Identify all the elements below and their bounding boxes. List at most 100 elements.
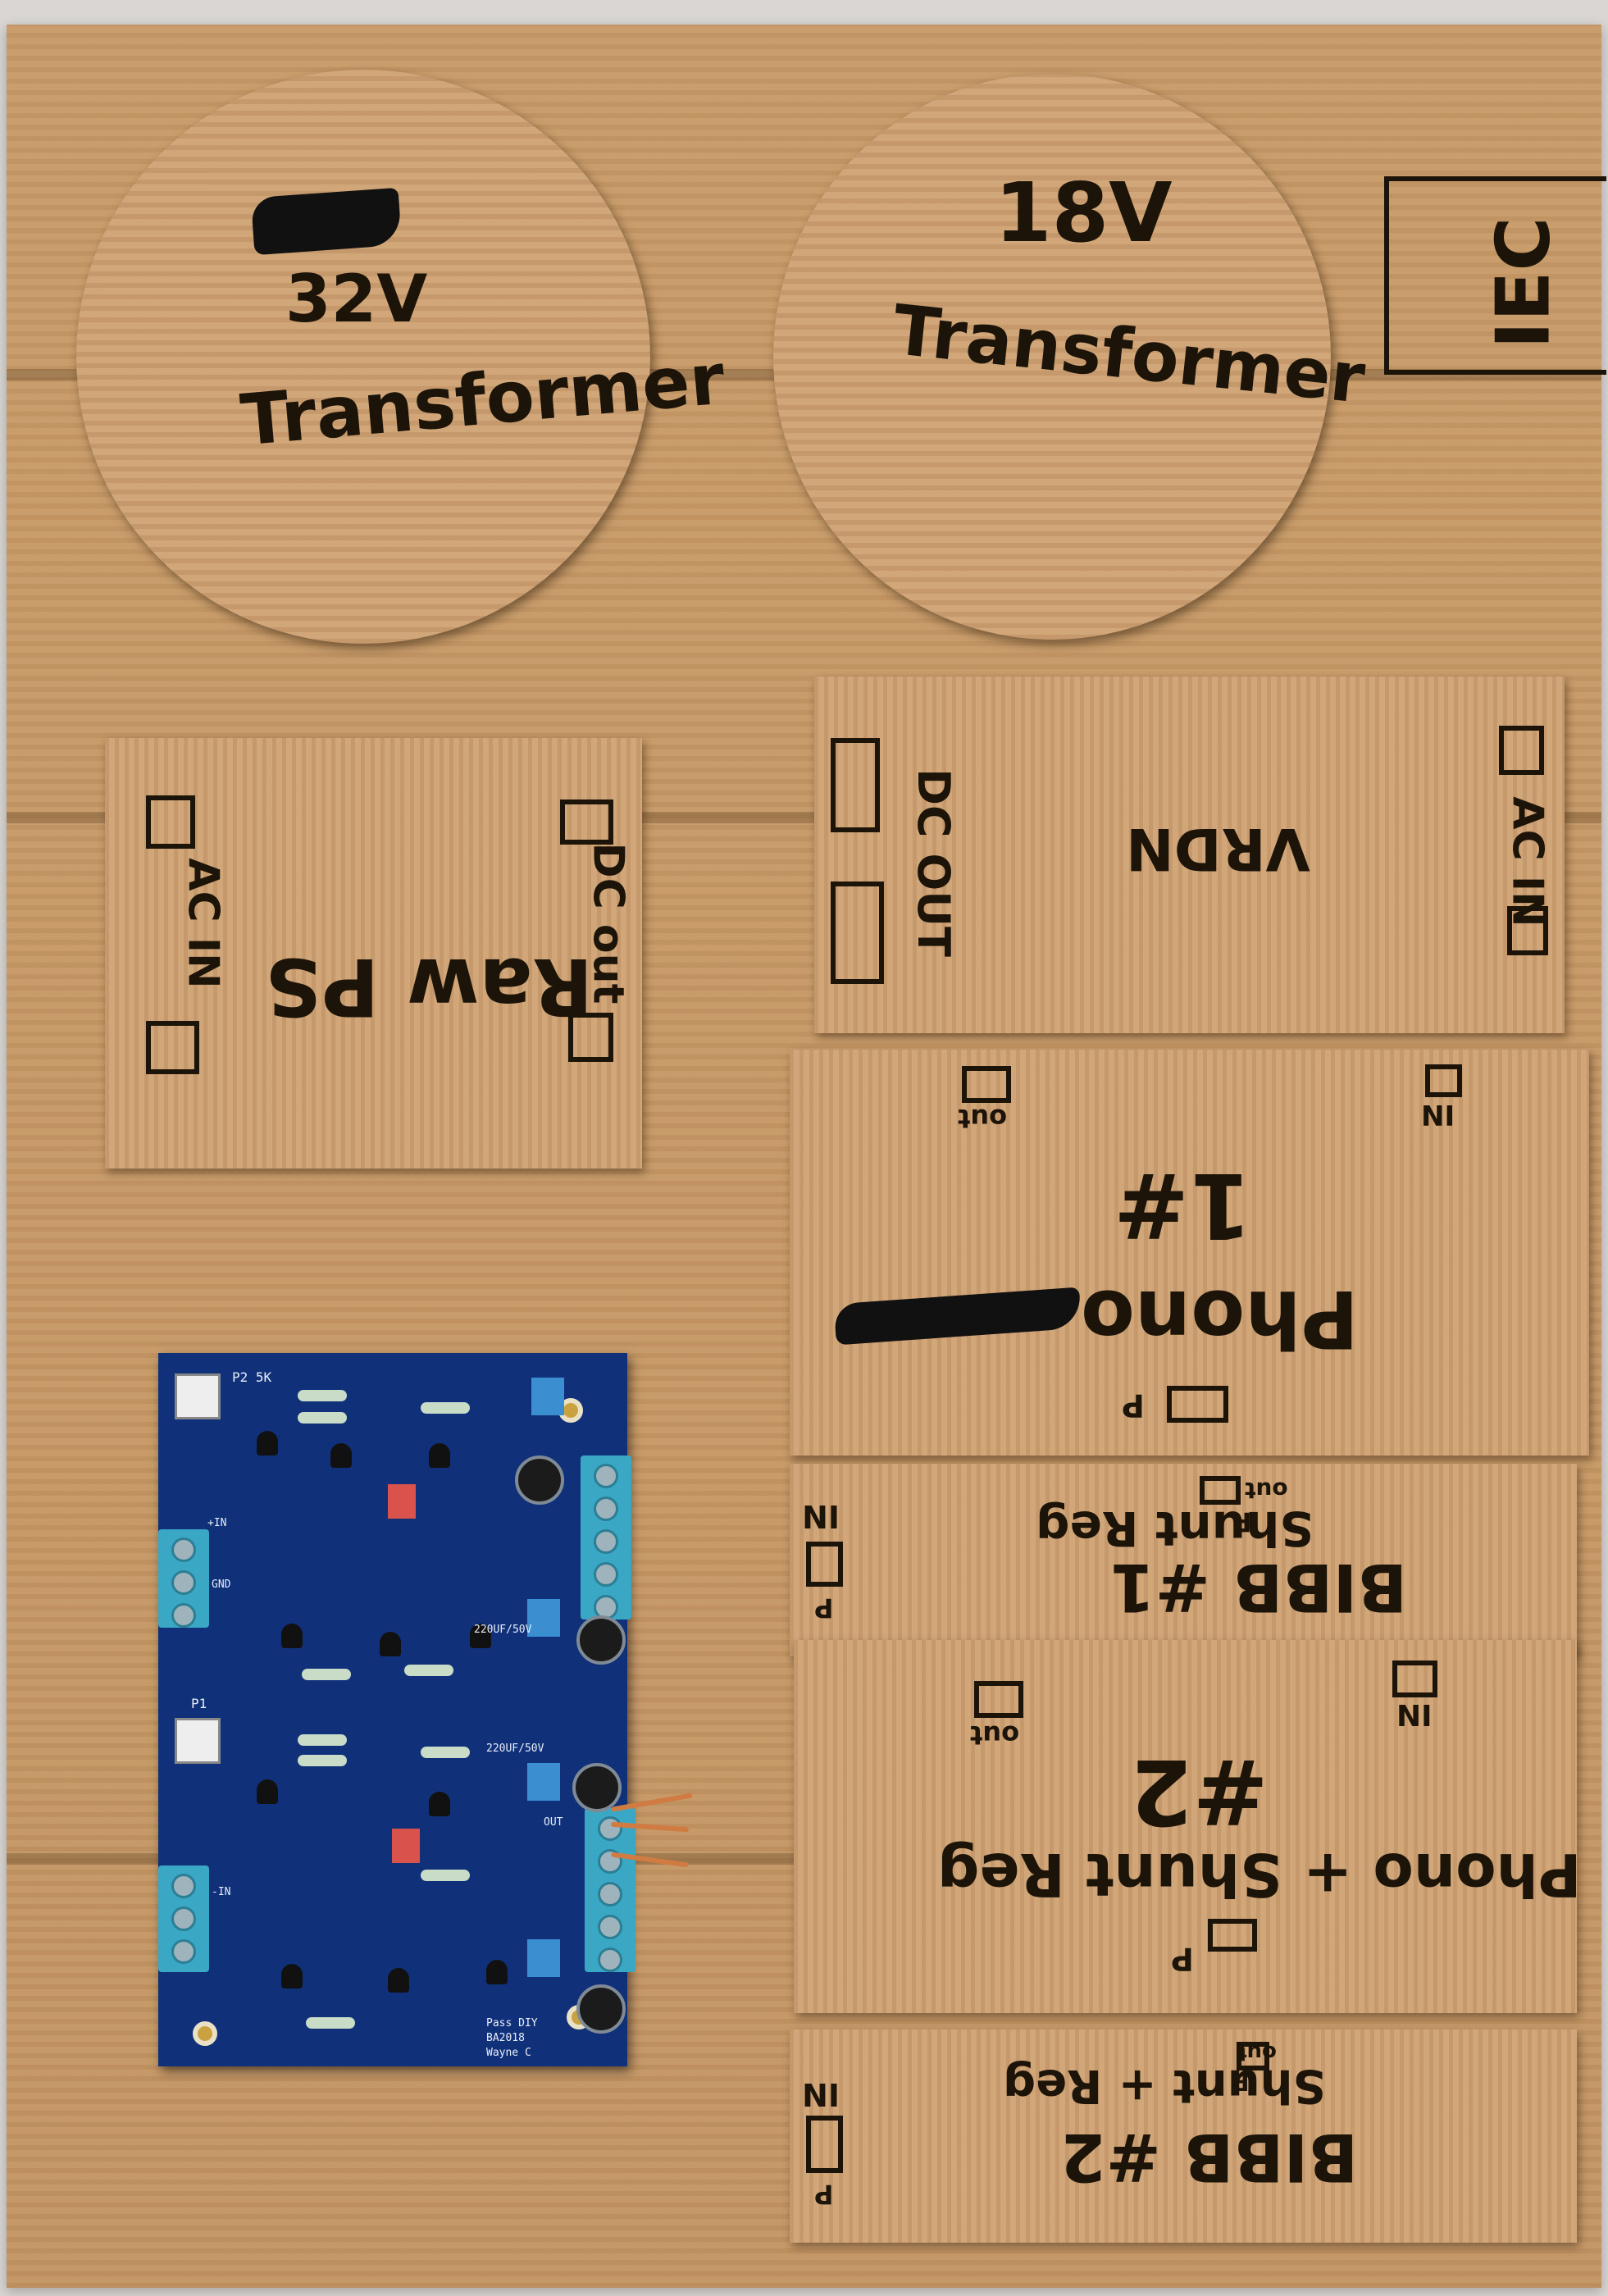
phono-2-connector [1208,1919,1257,1952]
pcb-silk-label: GND [212,1578,231,1591]
bibb-2-title: BIBB #2 [1060,2119,1359,2195]
bibb-2-in: IN [802,2076,840,2112]
resistor [421,1402,470,1414]
film-capacitor [527,1599,560,1637]
electrolytic-capacitor [576,1615,626,1665]
phono-1-board: out IN 1# Phono P [790,1050,1589,1456]
bibb-1-connector [806,1542,843,1587]
resistor [298,1734,347,1746]
resistor [404,1665,453,1676]
vrdn-connector [1507,906,1548,955]
mounting-hole [193,2021,217,2046]
transformer-18v-voltage: 18V [995,165,1173,261]
phono-2-in: IN [1396,1697,1433,1731]
pcb-silk-label: BA2018 [486,2032,525,2044]
pcb-silk-label: P2 5K [232,1369,272,1385]
phono-1-number: 1# [1114,1153,1252,1258]
resistor [421,1870,470,1881]
bibb-1-out: out [1245,1477,1288,1504]
pcb-silk-label: -IN [212,1886,231,1898]
phono-2-connector [974,1681,1023,1718]
raw-ps-connector [568,1013,613,1062]
transistor [429,1443,450,1468]
transistor [281,1964,303,1988]
raw-ps-connector [560,800,613,845]
vrdn-connector [831,882,884,984]
vrdn-dc-out: DC OUT [907,768,959,957]
pcb-silk-label: OUT [544,1816,563,1829]
raw-ps-connector [146,1021,199,1074]
phono-1-connector [1425,1064,1462,1097]
bibb-2-p: P [1232,2069,1250,2096]
bibb-1-reg: Shunt Reg [1036,1501,1314,1556]
bibb-2-p2: P [814,2179,834,2210]
vrdn-connector [1499,726,1544,775]
input-terminal-block [158,1866,209,1972]
transformer-32v-disc: 32V Transformer [76,70,728,644]
raw-ps-title: Raw PS [265,941,594,1032]
transformer-18v-disc: 18V Transformer [773,74,1369,640]
film-capacitor [392,1829,420,1863]
resistor [298,1412,347,1424]
transistor [281,1624,303,1648]
pcb-silk-label: +IN [207,1517,227,1529]
output-terminal-block [585,1808,635,1972]
amplifier-pcb: P2 5K P1 220UF/50V 220UF/50V +IN GND -IN… [158,1353,635,2066]
transistor [429,1792,450,1816]
input-terminal-block [158,1529,209,1628]
pcb-silk-label: 220UF/50V [486,1742,544,1755]
transistor [257,1431,278,1456]
film-capacitor [527,1763,560,1801]
phono-1-p: P [1122,1387,1145,1424]
vrdn-title: VRDN [1126,815,1310,882]
raw-ps-board: AC IN DC out Raw PS [105,738,642,1168]
phono-2-number: #2 [1130,1739,1269,1844]
bibb-1-title: BIBB #1 [1109,1549,1408,1625]
bibb-2-connector [1237,2042,1269,2070]
electrolytic-capacitor [576,1984,626,2034]
phono-2-out: out [970,1720,1020,1751]
raw-ps-dc-out: DC out [583,842,633,1004]
bibb-2-board: out Shunt + Reg P IN P BIBB #2 [790,2029,1577,2243]
trim-potentiometer [175,1374,221,1419]
phono-1-out: out [958,1103,1008,1134]
phono-2-p: P [1171,1941,1194,1977]
electrolytic-capacitor [515,1456,564,1505]
iec-label: IEC [1480,216,1567,349]
iec-inlet-outline [1384,176,1606,375]
trim-potentiometer [175,1718,221,1764]
phono-1-connector [962,1066,1011,1103]
cardboard-backplate: 32V Transformer 18V Transformer IEC AC I… [7,25,1606,2288]
bibb-1-p: P [1232,1506,1252,1538]
vrdn-board: DC OUT AC IN VRDN [814,676,1565,1033]
transistor [380,1632,401,1656]
phono-2-board: out IN #2 Phono + Shunt Reg P [794,1640,1582,2013]
scribble-mark [250,187,403,256]
raw-ps-connector [146,795,195,849]
transformer-18v-label: Transformer [889,289,1369,419]
transistor [388,1968,409,1993]
transistor [330,1443,352,1468]
phono-2-connector [1392,1660,1437,1697]
resistor [298,1755,347,1766]
output-terminal-block [581,1456,631,1620]
phono-1-in: IN [1421,1098,1455,1131]
vrdn-connector [831,738,880,832]
bibb-1-board: out Shunt Reg P IN P BIBB #1 [790,1464,1577,1656]
raw-ps-ac-in: AC IN [178,858,228,989]
phono-2-name: Phono + Shunt Reg [937,1840,1582,1909]
vrdn-ac-in: AC IN [1502,796,1552,927]
resistor [306,2017,355,2029]
pcb-silk-label: 220UF/50V [474,1624,532,1636]
film-capacitor [527,1939,560,1977]
resistor [298,1390,347,1401]
scribble-mark [833,1287,1082,1346]
phono-1-connector [1167,1386,1228,1423]
transistor [486,1960,508,1984]
bibb-1-connector [1200,1476,1241,1505]
bibb-2-connector [806,2116,843,2173]
resistor [302,1669,351,1680]
transistor [257,1779,278,1804]
film-capacitor [531,1378,564,1415]
transformer-32v-voltage: 32V [285,261,428,337]
